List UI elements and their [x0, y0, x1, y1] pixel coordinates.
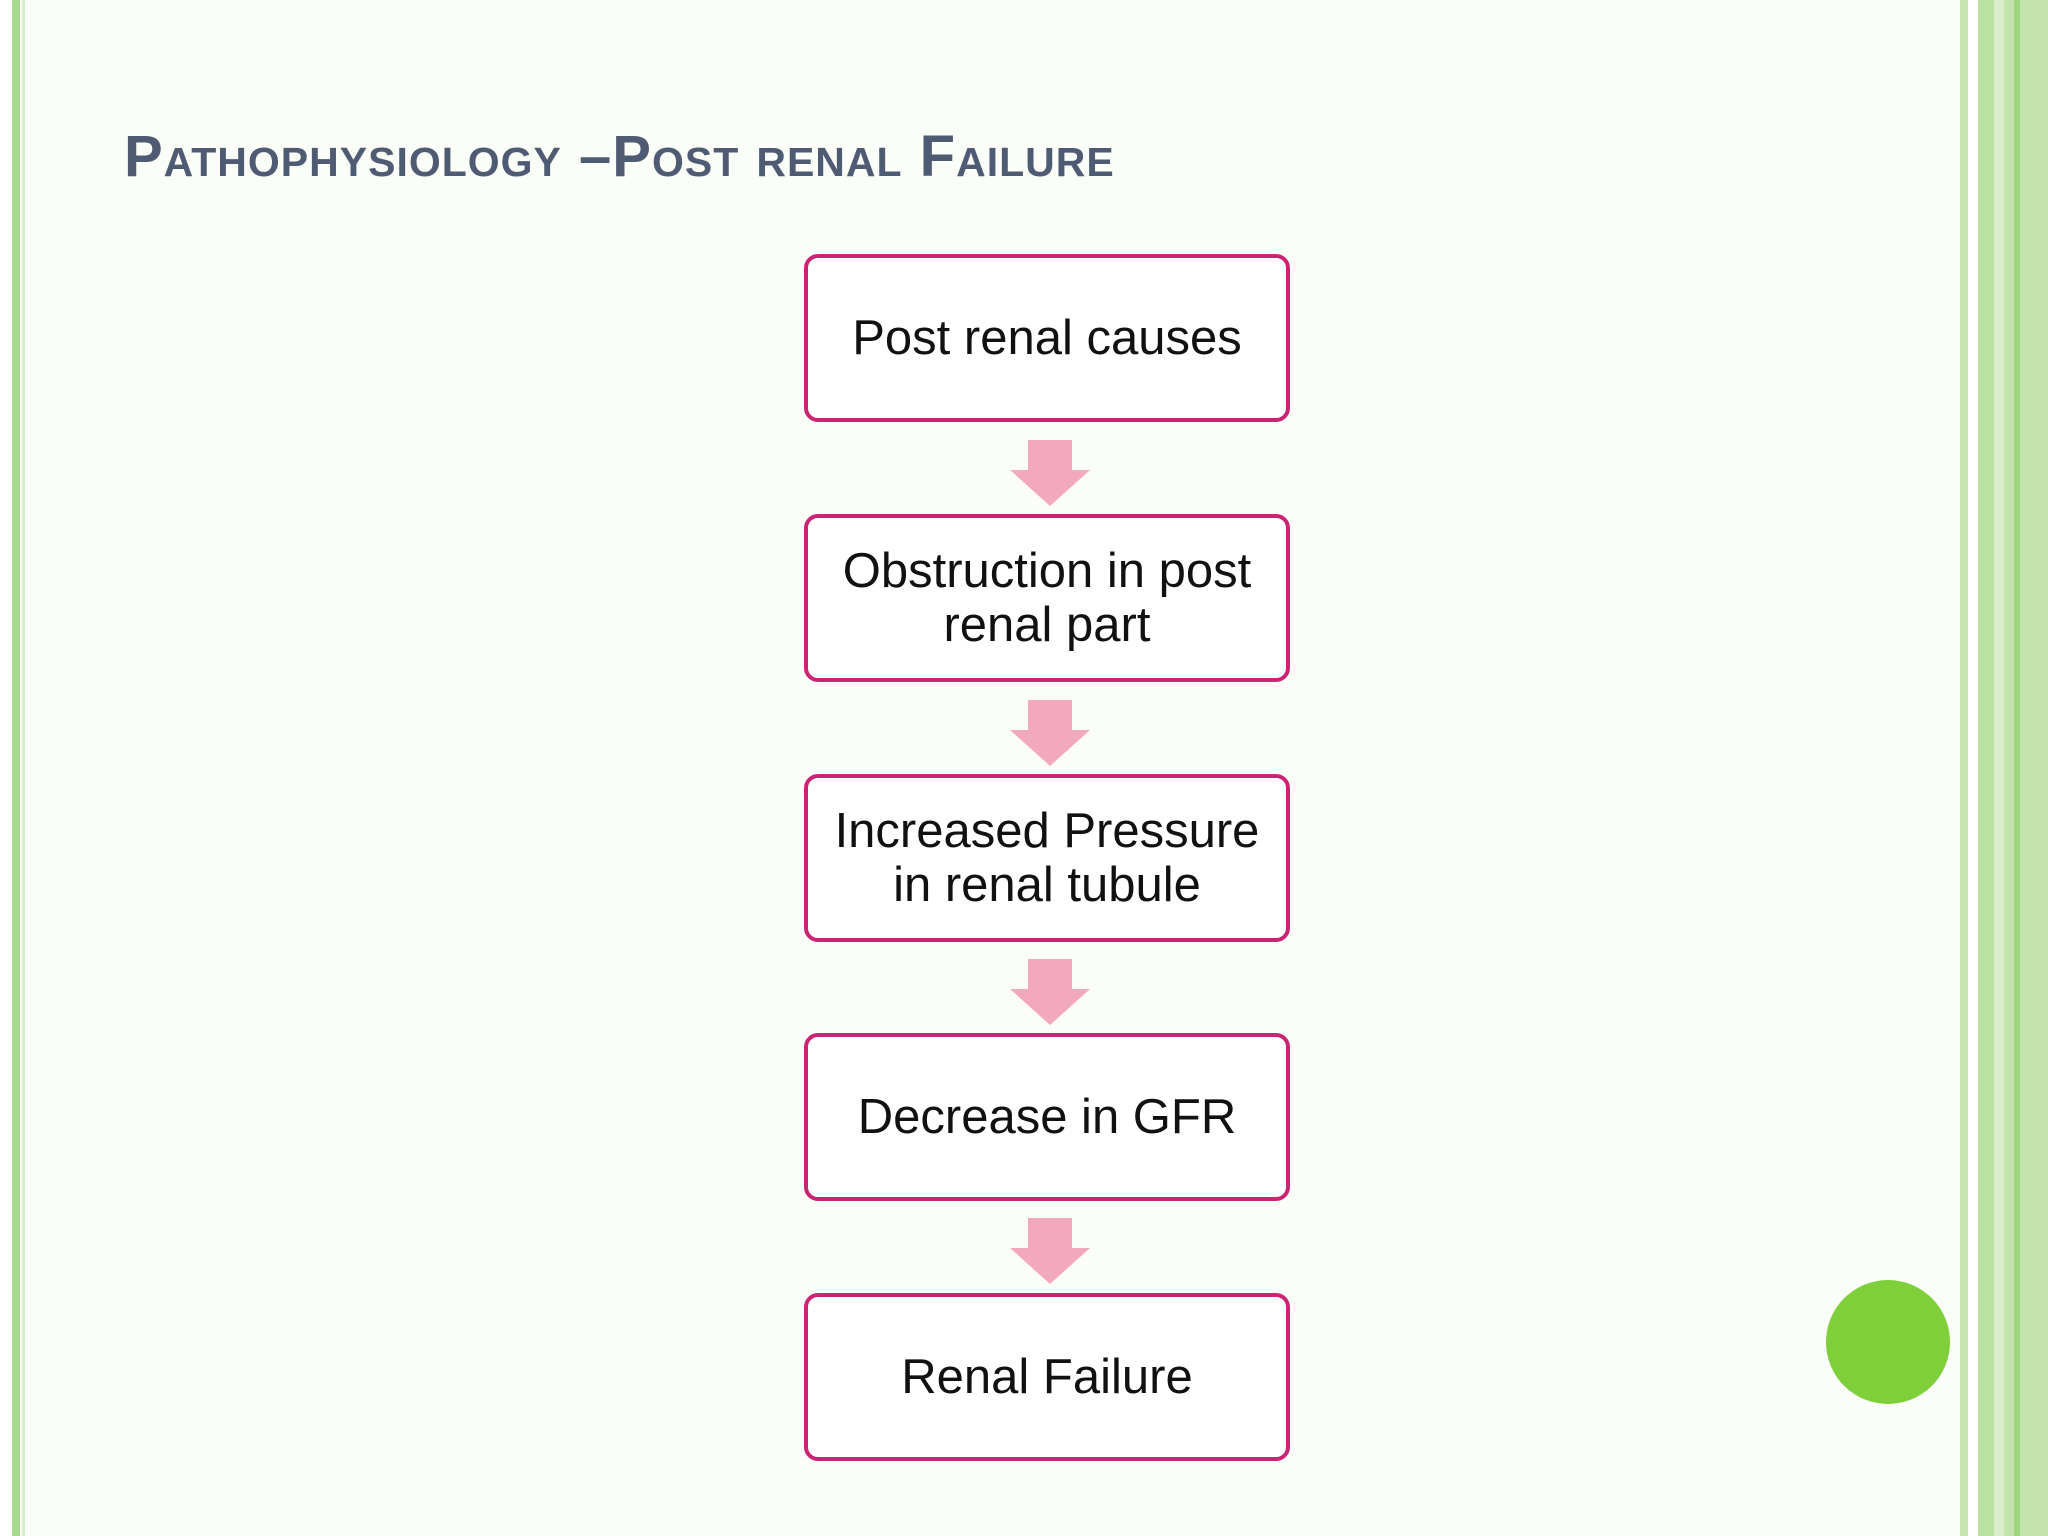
flow-step-label: Obstruction in post renal part [842, 544, 1252, 652]
flow-step-label: Renal Failure [901, 1350, 1193, 1404]
right-frame-stripe-green [1978, 0, 1994, 1536]
down-arrow-icon [1010, 959, 1090, 1025]
flow-step-label: Increased Pressure in renal tubule [834, 804, 1260, 912]
down-arrow-icon [1010, 440, 1090, 506]
left-frame-stripe [0, 0, 10, 1536]
down-arrow-icon [1010, 1218, 1090, 1284]
down-arrow-icon [1010, 700, 1090, 766]
flow-step-post-renal-causes: Post renal causes [804, 254, 1290, 422]
flow-step-renal-failure: Renal Failure [804, 1293, 1290, 1461]
flow-step-decrease-gfr: Decrease in GFR [804, 1033, 1290, 1201]
right-frame-stripe-dark [2014, 0, 2020, 1536]
left-frame-stripe-light [22, 0, 25, 1536]
right-frame-stripe-white [1968, 0, 1978, 1536]
flow-step-obstruction: Obstruction in post renal part [804, 514, 1290, 682]
green-circle-decoration [1826, 1280, 1950, 1404]
flow-step-label: Post renal causes [852, 311, 1242, 365]
flow-step-label: Decrease in GFR [857, 1090, 1237, 1144]
right-frame-stripe [1960, 0, 1968, 1536]
right-frame-stripe-light [1994, 0, 2004, 1536]
flow-step-increased-pressure: Increased Pressure in renal tubule [804, 774, 1290, 942]
right-frame-band [2004, 0, 2048, 1536]
left-frame-stripe-green [12, 0, 20, 1536]
slide-title: Pathophysiology –Post renal Failure [124, 124, 1115, 189]
